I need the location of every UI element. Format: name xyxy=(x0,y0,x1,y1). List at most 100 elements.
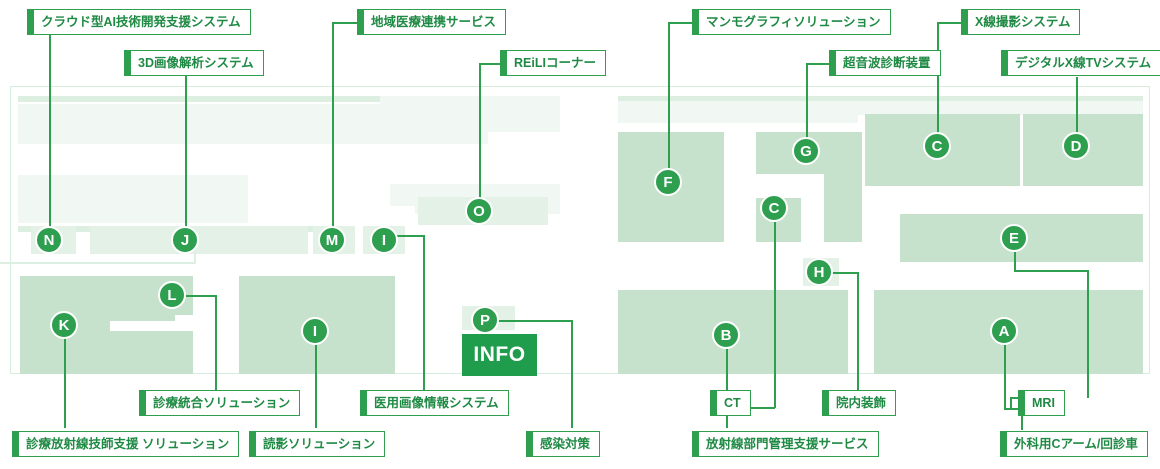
callout-reading[interactable]: 読影ソリューション xyxy=(249,431,386,457)
marker-M[interactable]: M xyxy=(318,226,346,254)
marker-J[interactable]: J xyxy=(171,226,199,254)
marker-I-top[interactable]: I xyxy=(370,226,398,254)
leader-line-P-horizontal xyxy=(485,320,573,322)
callout-mri[interactable]: MRI xyxy=(1018,390,1065,416)
room-pale-upper-left-ext xyxy=(380,96,560,132)
leader-line-A-down xyxy=(1021,408,1023,430)
callout-cloud-ai[interactable]: クラウド型AI技術開発支援システム xyxy=(27,9,251,35)
callout-label: 診療放射線技師支援 ソリューション xyxy=(26,436,230,451)
leader-line-F-horizontal xyxy=(668,22,693,24)
leader-line-M xyxy=(332,22,334,240)
leader-line-O-horizontal xyxy=(479,63,501,65)
callout-label: 院内装飾 xyxy=(836,395,887,410)
leader-line-C-upper-horizontal xyxy=(937,22,962,24)
callout-radiographer[interactable]: 診療放射線技師支援 ソリューション xyxy=(12,431,240,457)
callout-accent xyxy=(125,51,131,75)
callout-accent xyxy=(361,391,367,415)
marker-E[interactable]: E xyxy=(1000,224,1028,252)
callout-accent xyxy=(140,391,146,415)
callout-care-integration[interactable]: 診療統合ソリューション xyxy=(139,390,301,416)
marker-I-mid[interactable]: I xyxy=(301,317,329,345)
callout-label: 外科用Cアーム/回診車 xyxy=(1014,436,1138,451)
callout-ultrasound[interactable]: 超音波診断装置 xyxy=(829,50,941,76)
callout-label: 感染対策 xyxy=(540,436,591,451)
leader-line-C-lower xyxy=(774,222,776,408)
callout-infection[interactable]: 感染対策 xyxy=(526,431,601,457)
room-pale-upper-right xyxy=(618,101,858,123)
callout-label: CT xyxy=(724,395,741,410)
callout-accent xyxy=(1002,51,1008,75)
leader-line-E xyxy=(1014,248,1016,272)
marker-A[interactable]: A xyxy=(990,317,1018,345)
callout-digital-xray-tv[interactable]: デジタルX線TVシステム xyxy=(1001,50,1160,76)
marker-L[interactable]: L xyxy=(158,281,186,309)
callout-label: マンモグラフィソリューション xyxy=(706,14,881,29)
room-G-stem xyxy=(824,174,862,242)
room-K-lower xyxy=(110,331,193,374)
leader-line-E-down xyxy=(1087,270,1089,398)
marker-C-upper[interactable]: C xyxy=(923,132,951,160)
callout-interior[interactable]: 院内装飾 xyxy=(822,390,897,416)
marker-N[interactable]: N xyxy=(35,226,63,254)
callout-accent xyxy=(693,432,699,456)
corridor-top-right xyxy=(618,96,1143,102)
marker-B[interactable]: B xyxy=(712,321,740,349)
marker-C-lower[interactable]: C xyxy=(760,194,788,222)
callout-accent xyxy=(1001,432,1007,456)
callout-label: 医用画像情報システム xyxy=(374,395,499,410)
callout-c-arm[interactable]: 外科用Cアーム/回診車 xyxy=(1000,431,1148,457)
leader-line-J xyxy=(185,76,187,240)
leader-line-D xyxy=(1076,77,1078,146)
leader-line-B xyxy=(726,345,728,428)
callout-ct[interactable]: CT xyxy=(710,390,751,416)
marker-P[interactable]: P xyxy=(471,306,499,334)
corridor-left-vertical-split xyxy=(0,262,196,264)
leader-line-M-horizontal xyxy=(332,22,358,24)
leader-line-H-horizontal xyxy=(830,272,859,274)
callout-label: MRI xyxy=(1032,395,1055,410)
marker-F[interactable]: F xyxy=(654,168,682,196)
leader-line-I-mid xyxy=(315,331,317,428)
marker-H[interactable]: H xyxy=(805,258,833,286)
callout-accent xyxy=(711,391,717,415)
callout-accent xyxy=(358,10,364,34)
callout-label: デジタルX線TVシステム xyxy=(1015,55,1152,70)
callout-radiology-mgmt[interactable]: 放射線部門管理支援サービス xyxy=(692,431,879,457)
marker-O[interactable]: O xyxy=(465,197,493,225)
info-label: INFO xyxy=(473,343,526,366)
callout-3d-image[interactable]: 3D画像解析システム xyxy=(124,50,264,76)
leader-line-H xyxy=(857,272,859,408)
leader-line-G xyxy=(806,63,808,151)
info-block[interactable]: INFO xyxy=(462,334,537,376)
callout-accent xyxy=(1019,391,1025,415)
callout-label: 超音波診断装置 xyxy=(843,55,931,70)
room-J xyxy=(90,226,308,254)
leader-line-O xyxy=(479,63,481,211)
callout-mammography[interactable]: マンモグラフィソリューション xyxy=(692,9,891,35)
marker-K[interactable]: K xyxy=(50,311,78,339)
callout-reili-corner[interactable]: REiLIコーナー xyxy=(500,50,606,76)
callout-regional-care[interactable]: 地域医療連携サービス xyxy=(357,9,507,35)
callout-accent xyxy=(830,51,836,75)
callout-medical-imaging[interactable]: 医用画像情報システム xyxy=(360,390,509,416)
leader-line-mri-stub xyxy=(1010,397,1012,409)
callout-label: 3D画像解析システム xyxy=(138,55,254,70)
leader-line-G-horizontal xyxy=(806,63,830,65)
callout-accent xyxy=(28,10,34,34)
callout-accent xyxy=(527,432,533,456)
room-pale-mid-left xyxy=(18,175,248,223)
callout-accent xyxy=(823,391,829,415)
callout-label: 読影ソリューション xyxy=(263,436,376,451)
callout-label: 放射線部門管理支援サービス xyxy=(706,436,869,451)
callout-accent xyxy=(501,51,507,75)
leader-line-L-horizontal xyxy=(172,295,216,297)
callout-label: REiLIコーナー xyxy=(514,55,596,70)
marker-D[interactable]: D xyxy=(1062,132,1090,160)
callout-xray-system[interactable]: X線撮影システム xyxy=(961,9,1081,35)
callout-label: クラウド型AI技術開発支援システム xyxy=(41,14,241,29)
leader-line-E-horizontal xyxy=(1014,270,1089,272)
leader-line-I-top xyxy=(423,235,425,390)
leader-line-K xyxy=(64,325,66,428)
marker-G[interactable]: G xyxy=(792,137,820,165)
